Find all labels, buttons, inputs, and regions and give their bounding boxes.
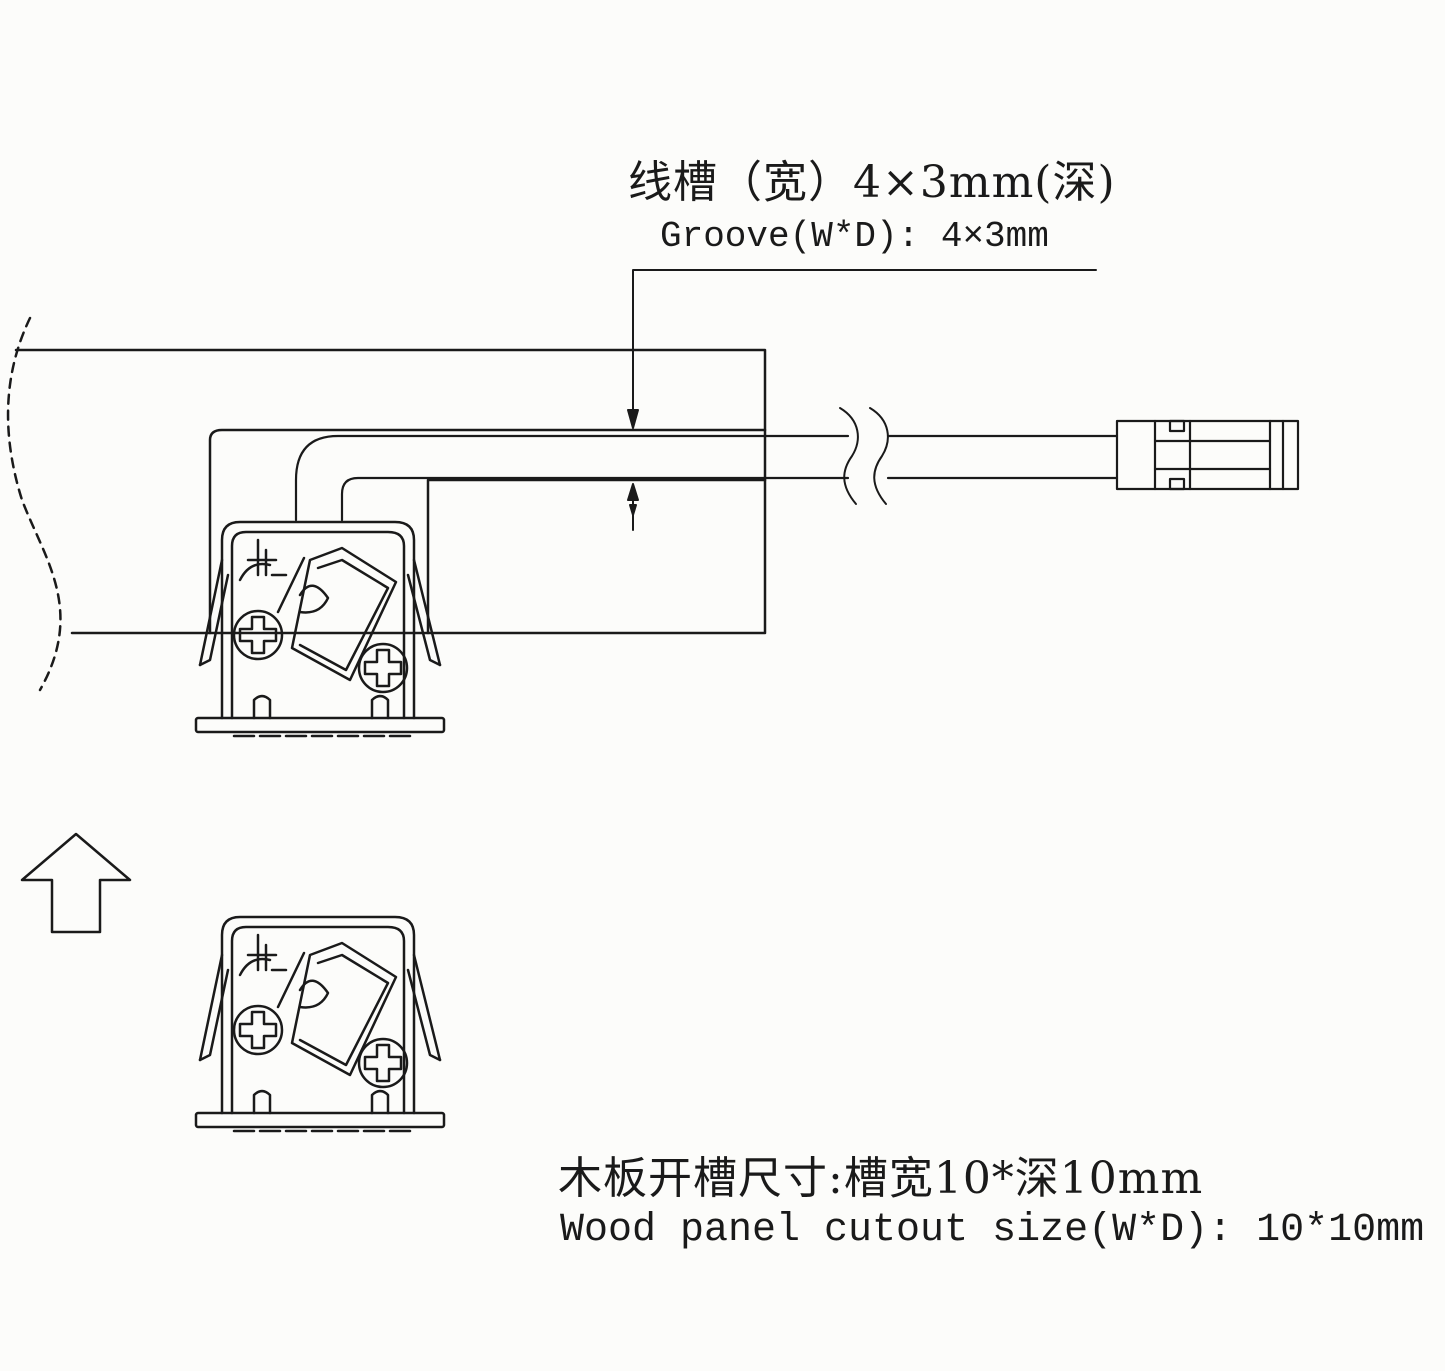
groove-size-label-cn: 线槽（宽）4×3mm(深) — [628, 157, 1116, 208]
cutout-size-label-en: Wood panel cutout size(W*D): 10*10mm — [560, 1208, 1425, 1253]
groove-size-label-en: Groove(W*D): 4×3mm — [660, 216, 1049, 257]
connector-plug — [1117, 421, 1298, 489]
panel-outline — [16, 350, 765, 633]
break-mark-icon — [840, 408, 888, 504]
wood-panel — [8, 318, 765, 690]
groove-channel — [210, 430, 765, 633]
groove-dimension — [628, 270, 1096, 530]
light-unit-installed — [194, 520, 446, 738]
cutout-size-label-cn: 木板开槽尺寸:槽宽10*深10mm — [558, 1153, 1204, 1204]
up-arrow-icon — [22, 834, 130, 932]
panel-dashed-edge — [8, 318, 60, 690]
cable — [296, 436, 1117, 520]
light-unit-loose — [194, 915, 446, 1133]
